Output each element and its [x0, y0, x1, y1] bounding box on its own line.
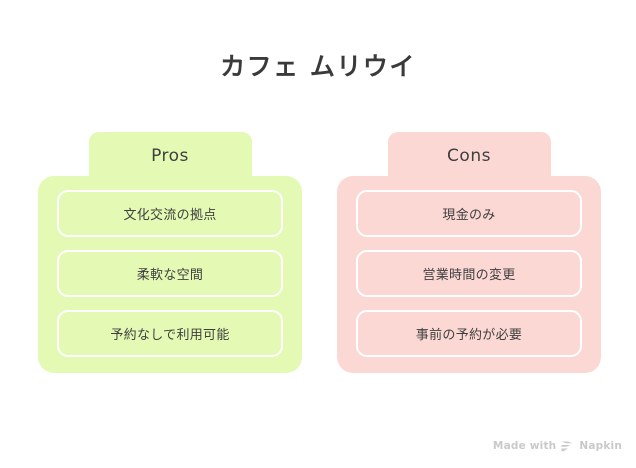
list-item[interactable]: 営業時間の変更 — [356, 250, 582, 297]
list-item-label: 文化交流の拠点 — [123, 208, 217, 223]
list-item[interactable]: 柔軟な空間 — [57, 250, 283, 297]
pros-panel: 文化交流の拠点 柔軟な空間 予約なしで利用可能 — [38, 176, 302, 373]
list-item[interactable]: 現金のみ — [356, 190, 582, 237]
cons-panel: 現金のみ 営業時間の変更 事前の予約が必要 — [337, 176, 601, 373]
pros-tab[interactable]: Pros — [88, 132, 252, 184]
list-item[interactable]: 文化交流の拠点 — [57, 190, 283, 237]
list-item-label: 柔軟な空間 — [136, 268, 204, 283]
list-item[interactable]: 事前の予約が必要 — [356, 310, 582, 357]
watermark-brand-label: Napkin — [579, 440, 622, 452]
napkin-chevrons-icon — [561, 441, 573, 451]
cons-tab[interactable]: Cons — [387, 132, 551, 184]
pros-tab-label: Pros — [151, 146, 189, 166]
list-item-label: 営業時間の変更 — [422, 268, 516, 283]
list-item[interactable]: 予約なしで利用可能 — [57, 310, 283, 357]
page-title: カフェ ムリウイ — [220, 52, 416, 81]
list-item-label: 予約なしで利用可能 — [110, 328, 230, 343]
napkin-watermark: Made with Napkin — [493, 440, 622, 452]
cons-column: Cons 現金のみ 営業時間の変更 事前の予約が必要 — [337, 132, 601, 373]
cons-tab-label: Cons — [447, 146, 491, 166]
list-item-label: 現金のみ — [442, 208, 496, 223]
pros-column: Pros 文化交流の拠点 柔軟な空間 予約なしで利用可能 — [38, 132, 302, 373]
watermark-made-with-label: Made with — [492, 440, 557, 452]
list-item-label: 事前の予約が必要 — [415, 328, 523, 343]
